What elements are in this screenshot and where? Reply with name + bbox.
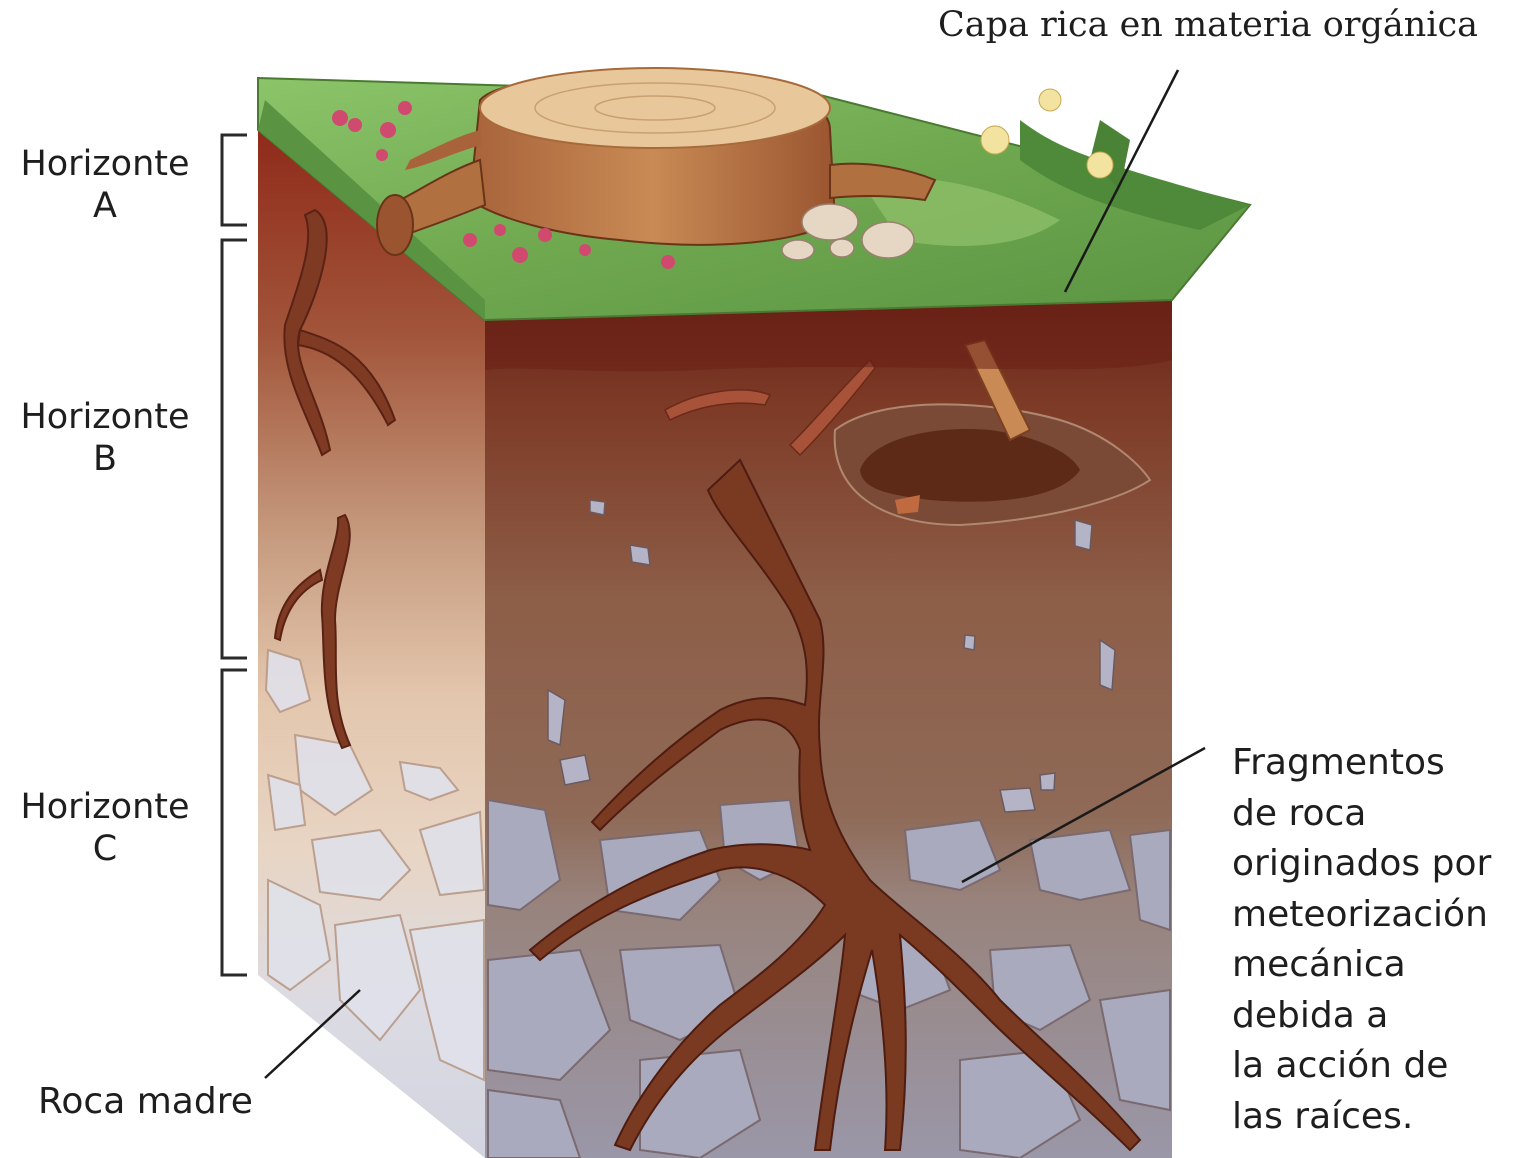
bedrock-label: Roca madre [38,1080,253,1123]
rock-fragments-label: Fragmentos de roca originados por meteor… [1232,738,1512,1142]
horizon-brackets [222,135,247,975]
horizon-c-letter: C [5,828,205,870]
horizon-b-letter: B [5,438,205,480]
horizon-c-word: Horizonte [5,786,205,828]
rock-fragments-line: debida a [1232,991,1512,1042]
horizon-a-word: Horizonte [5,143,205,185]
rock-fragments-line: las raíces. [1232,1092,1512,1143]
organic-layer-label: Capa rica en materia orgánica [938,4,1478,46]
horizon-b-label: Horizonte B [5,396,205,480]
horizon-a-letter: A [5,185,205,227]
rock-fragments-line: de roca [1232,789,1512,840]
rock-fragments-line: Fragmentos [1232,738,1512,789]
horizon-a-label: Horizonte A [5,143,205,227]
bracket-horizon-a [222,135,247,225]
rock-fragments-line: originados por [1232,839,1512,890]
soil-front-face [485,300,1172,1158]
bracket-horizon-c [222,670,247,975]
rock-fragments-line: meteorización [1232,890,1512,941]
horizon-c-label: Horizonte C [5,786,205,870]
rock-fragments-line: mecánica [1232,940,1512,991]
bracket-horizon-b [222,240,247,658]
rock-fragments-line: la acción de [1232,1041,1512,1092]
horizon-b-word: Horizonte [5,396,205,438]
